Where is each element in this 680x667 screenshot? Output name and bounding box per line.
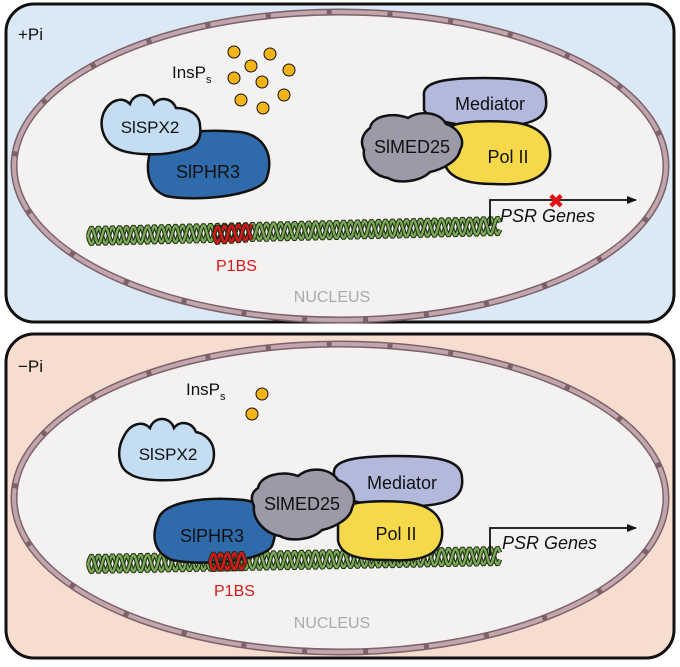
slmed25-protein: SlMED25	[360, 111, 464, 183]
mediator-label: Mediator	[455, 94, 525, 114]
panel-plus-pi: +Pi InsPs SlPHR3 SlSPX2 Mediator	[4, 2, 676, 324]
condition-label: −Pi	[18, 357, 43, 376]
gene-promoter-arrow: PSR Genes	[489, 196, 637, 226]
insp-label: InsPs	[172, 63, 212, 86]
dna-strand	[86, 546, 502, 573]
slmed25-protein: SlMED25	[250, 468, 356, 541]
slmed25-label: SlMED25	[264, 494, 340, 514]
pol-ii-complex: Pol II	[442, 120, 552, 186]
insp-label: InsPs	[186, 380, 226, 403]
dna-helix	[85, 545, 503, 574]
p1bs-element: P1BS	[211, 222, 257, 275]
nucleus-label: NUCLEUS	[294, 615, 370, 632]
p1bs-element: P1BS	[207, 551, 255, 600]
dna-strand	[212, 223, 254, 244]
pol-ii-label: Pol II	[375, 524, 416, 544]
slspx2-protein: SlSPX2	[100, 93, 202, 156]
panel-minus-pi: −Pi InsPs SlSPX2 Mediator Pol II SlPHR3 …	[4, 332, 676, 660]
dna-strand	[86, 216, 502, 245]
slspx2-label: SlSPX2	[121, 118, 180, 137]
insp-molecules	[245, 387, 269, 421]
slspx2-protein: SlSPX2	[117, 417, 216, 482]
gene-promoter-arrow: PSR Genes	[489, 524, 637, 556]
psr-genes-label: PSR Genes	[500, 206, 595, 226]
mediator-complex: Mediator	[332, 454, 464, 508]
pol-ii-label: Pol II	[487, 147, 528, 167]
slphr3-label: SlPHR3	[176, 162, 240, 182]
nucleus-label: NUCLEUS	[294, 289, 370, 306]
pol-ii-complex: Pol II	[336, 500, 444, 562]
dna-helix	[85, 215, 503, 246]
p1bs-label: P1BS	[214, 583, 255, 600]
slphr3-protein: SlPHR3	[153, 497, 277, 564]
p1bs-label: P1BS	[216, 258, 257, 275]
condition-label: +Pi	[18, 25, 43, 44]
slspx2-label: SlSPX2	[139, 445, 198, 464]
slmed25-label: SlMED25	[374, 137, 450, 157]
mediator-label: Mediator	[367, 473, 437, 493]
dna-strand	[208, 552, 248, 571]
slphr3-label: SlPHR3	[180, 526, 244, 546]
inhibition-x-icon: ✖	[548, 191, 565, 213]
psr-genes-label: PSR Genes	[502, 533, 597, 553]
nuclear-envelope	[10, 8, 670, 324]
